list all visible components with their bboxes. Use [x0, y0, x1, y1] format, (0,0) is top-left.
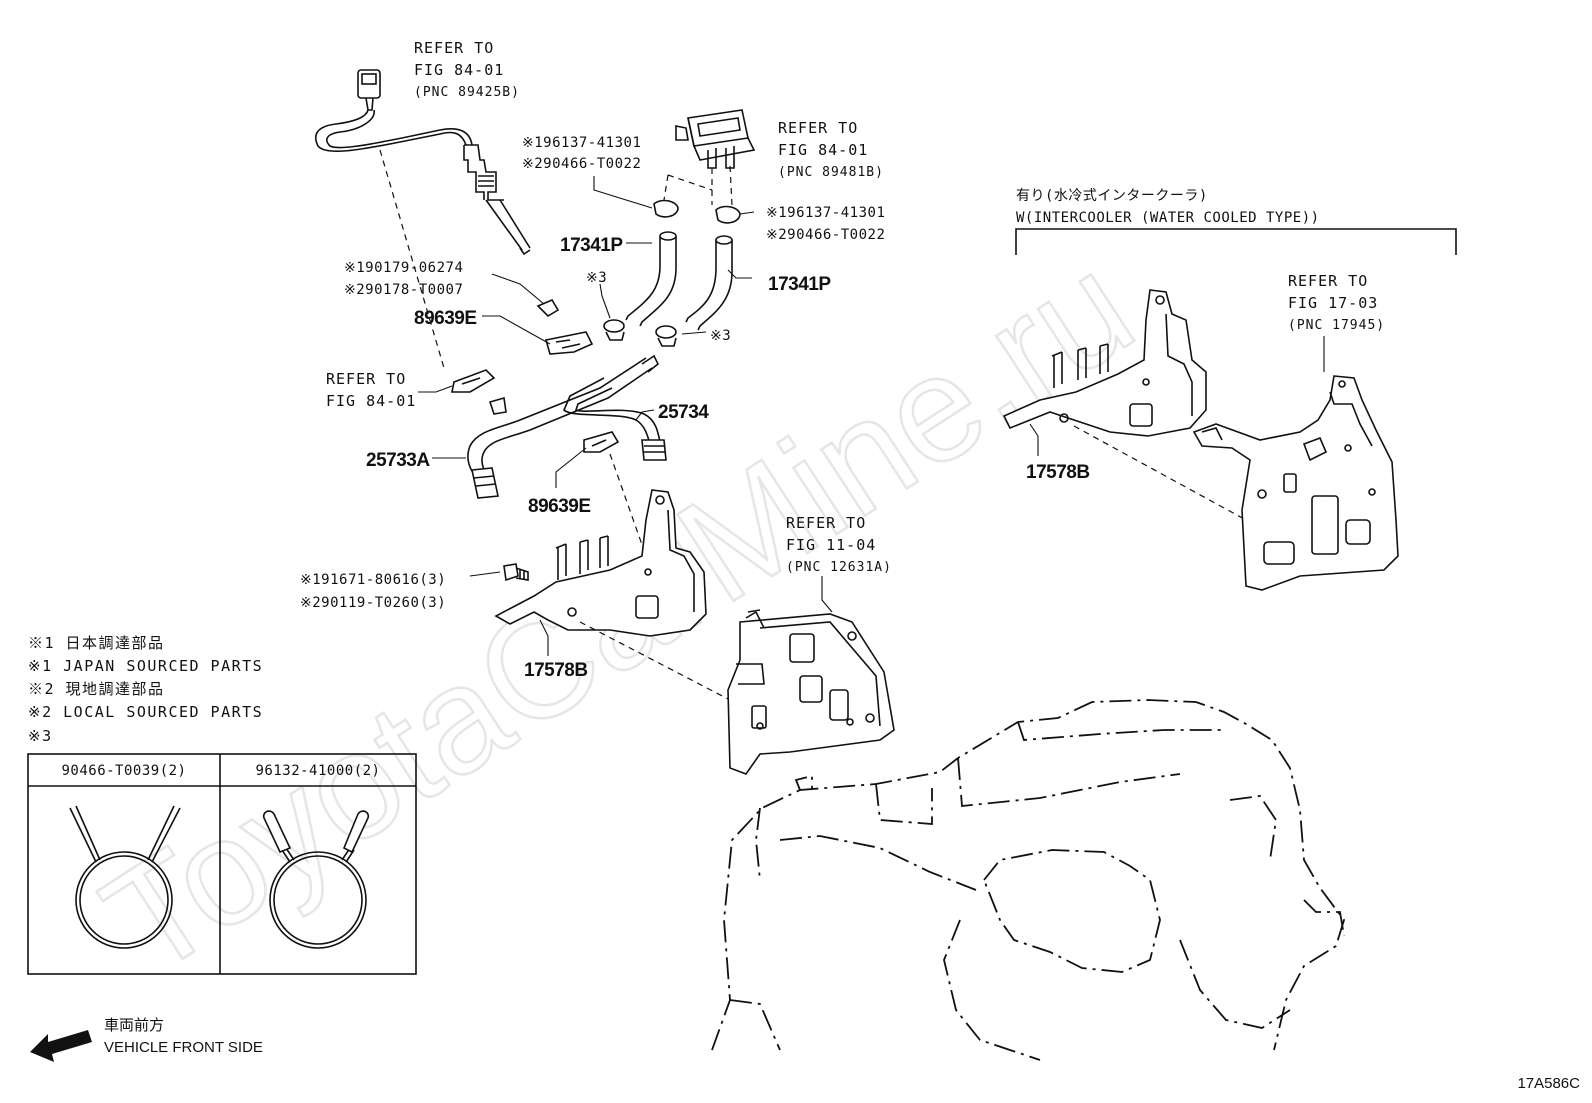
intercooler-bracket-drawing	[1192, 375, 1399, 591]
hose-clip-drawings	[653, 199, 741, 224]
clamp-table	[27, 753, 417, 975]
ref-fig84-01-b-line1: REFER TO	[778, 119, 858, 137]
code-sensor-left-1: ※196137-41301	[522, 135, 641, 151]
engine-outline-drawing	[711, 699, 1345, 1061]
clamp-table-col2: 96132-41000(2)	[255, 763, 380, 779]
code-sensor-right-1: ※196137-41301	[766, 205, 885, 221]
ref-fig17-03-line2: FIG 17-03	[1288, 294, 1378, 312]
ref-fig84-01-c-line2: FIG 84-01	[326, 392, 416, 410]
ref-fig84-01-b-line2: FIG 84-01	[778, 141, 868, 159]
intercooler-label-en: W(INTERCOOLER (WATER COOLED TYPE))	[1016, 210, 1320, 226]
part-17341p-left: 17341P	[560, 235, 623, 256]
ref-fig84-01-a-line1: REFER TO	[414, 39, 494, 57]
ref-fig84-01-c-line1: REFER TO	[326, 370, 406, 388]
note-1-en: ※1 JAPAN SOURCED PARTS	[28, 657, 263, 675]
ref-fig11-04-line2: FIG 11-04	[786, 536, 876, 554]
code-clamp-right: ※3	[710, 328, 731, 344]
bracket-right-drawing	[1002, 289, 1207, 437]
part-89639e-bottom: 89639E	[528, 496, 591, 517]
ref-fig84-01-a-line3: (PNC 89425B)	[414, 85, 520, 100]
part-17578b-right: 17578B	[1026, 462, 1090, 483]
part-89639e-top: 89639E	[414, 308, 477, 329]
bracket-clips-drawing	[451, 298, 620, 453]
code-bolt-2: ※290119-T0260(3)	[300, 595, 446, 611]
leader-lines	[418, 176, 1325, 656]
exhaust-temp-sensor-drawing	[314, 69, 531, 256]
direction-jp: 車両前方	[104, 1017, 164, 1034]
note-1-jp: ※1 日本調達部品	[28, 634, 165, 652]
engine-bracket-drawing	[727, 609, 895, 775]
code-clamp-left: ※3	[586, 270, 607, 286]
part-17341p-right: 17341P	[768, 274, 831, 295]
code-bolt-1: ※191671-80616(3)	[300, 572, 446, 588]
part-25734: 25734	[658, 402, 709, 423]
ref-fig84-01-b-line3: (PNC 89481B)	[778, 165, 884, 180]
hose-clamps-drawing	[603, 319, 677, 347]
ref-fig17-03-line3: (PNC 17945)	[1288, 318, 1385, 333]
bracket-left-drawing	[494, 489, 707, 637]
code-clip-2: ※290178-T0007	[344, 282, 463, 298]
figure-id: 17A586C	[1517, 1075, 1580, 1092]
note-2-en: ※2 LOCAL SOURCED PARTS	[28, 703, 263, 721]
pressure-sensor-drawing	[675, 109, 756, 169]
intercooler-scope-bracket	[1015, 228, 1457, 255]
part-25733a: 25733A	[366, 450, 430, 471]
code-clip-1: ※190179-06274	[344, 260, 463, 276]
intercooler-label-jp: 有り(水冷式インタークーラ)	[1016, 188, 1208, 204]
note-2-jp: ※2 現地調達部品	[28, 680, 165, 698]
ref-fig17-03-line1: REFER TO	[1288, 272, 1368, 290]
note-3: ※3	[28, 727, 53, 745]
bolt-drawing	[503, 563, 529, 582]
code-sensor-right-2: ※290466-T0022	[766, 227, 885, 243]
direction-en: VEHICLE FRONT SIDE	[104, 1039, 263, 1056]
pipes-drawing	[467, 354, 667, 499]
vehicle-front-arrow-icon	[30, 1030, 92, 1062]
clamp-table-col1: 90466-T0039(2)	[61, 763, 186, 779]
code-sensor-left-2: ※290466-T0022	[522, 156, 641, 172]
ref-fig11-04-line3: (PNC 12631A)	[786, 560, 892, 575]
vacuum-hoses-drawing	[625, 231, 733, 331]
ref-fig11-04-line1: REFER TO	[786, 514, 866, 532]
part-17578b-left: 17578B	[524, 660, 588, 681]
ref-fig84-01-a-line2: FIG 84-01	[414, 61, 504, 79]
